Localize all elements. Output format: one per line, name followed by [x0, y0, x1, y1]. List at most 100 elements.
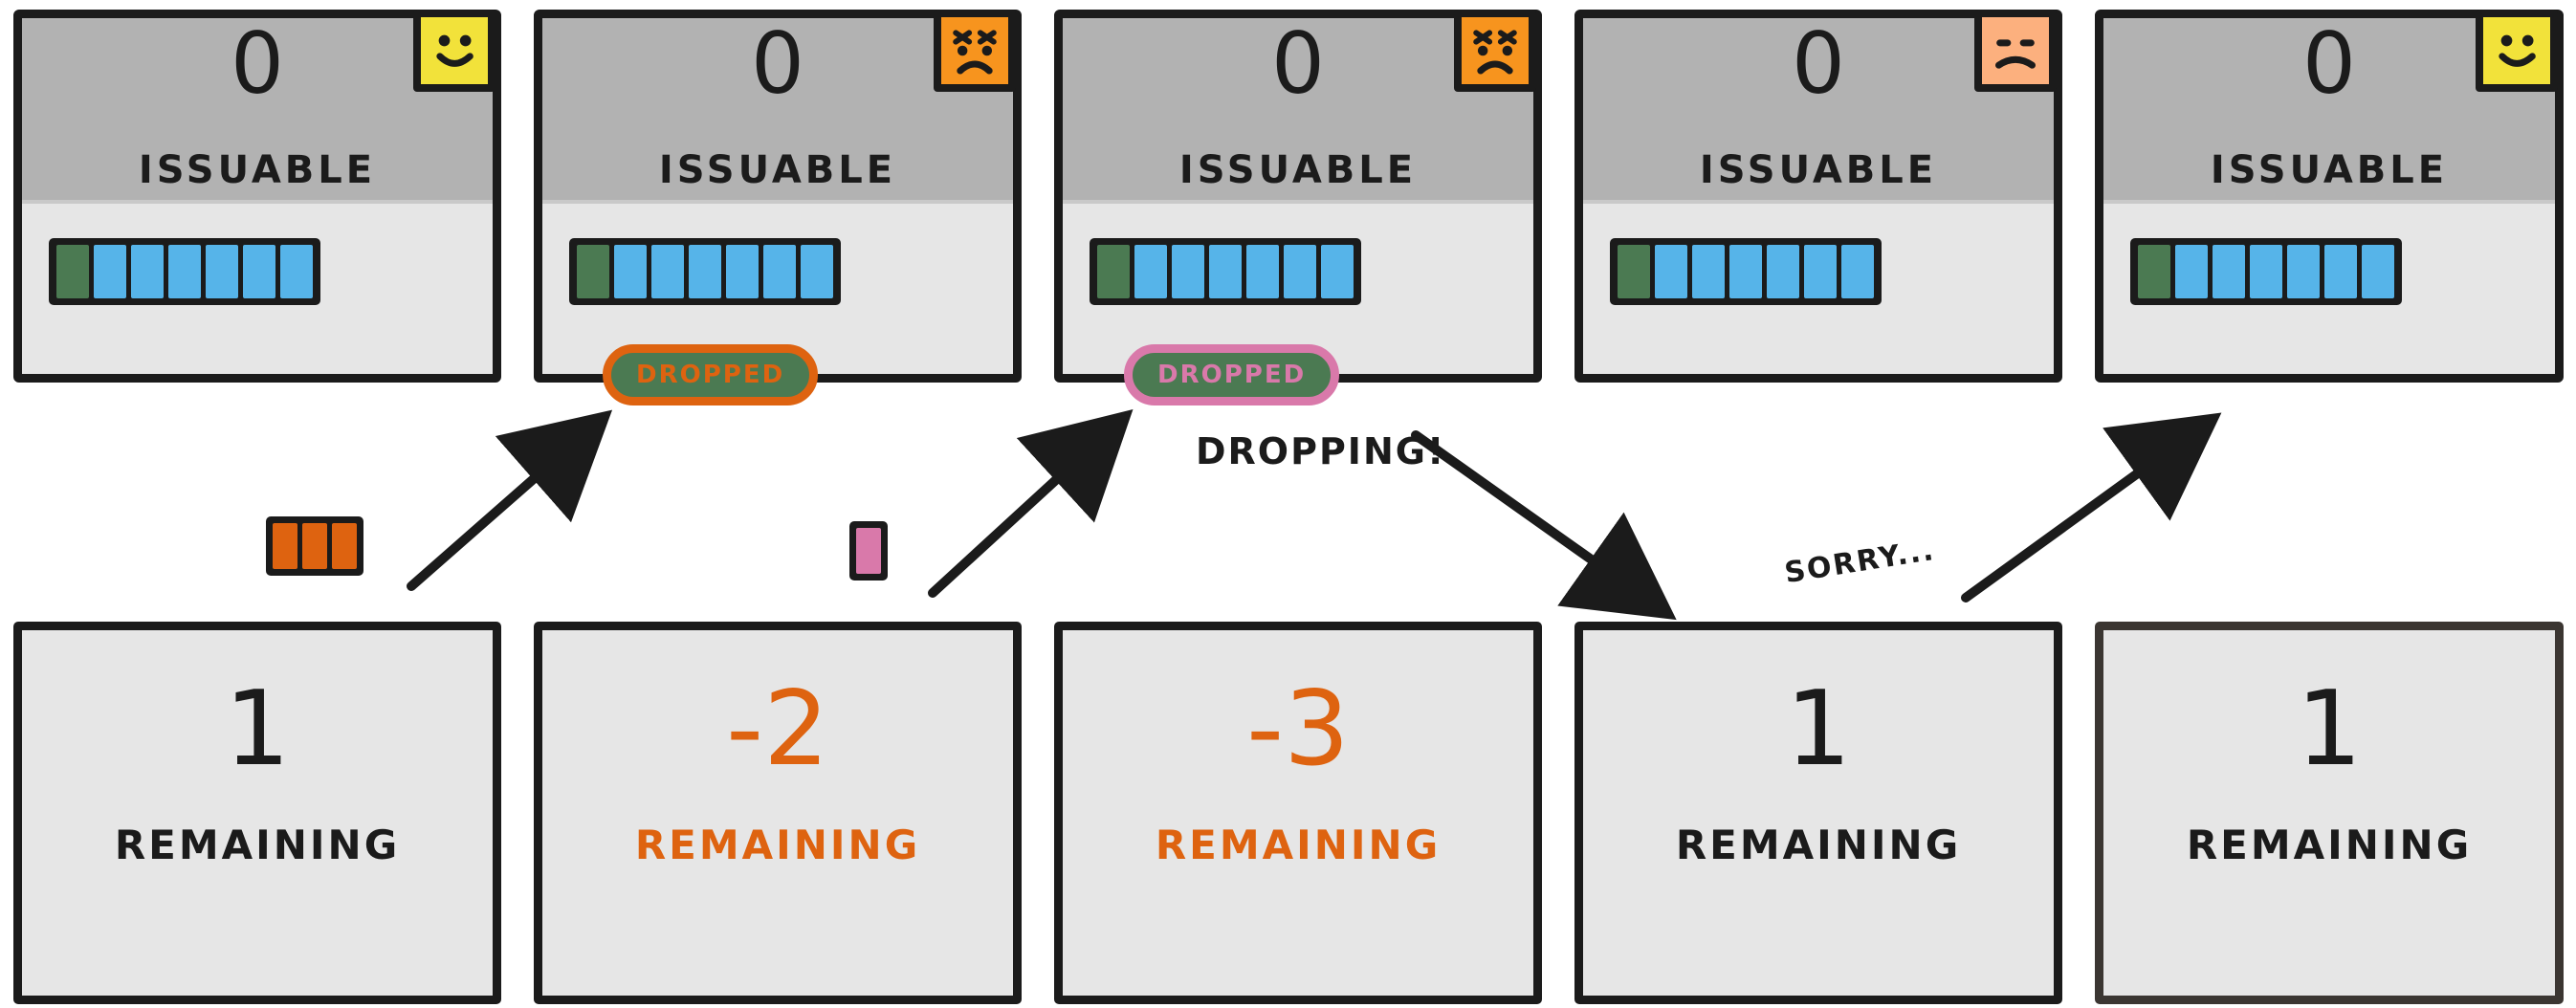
top-card-3[interactable]: 0 ISSUABLE	[1054, 10, 1542, 383]
top-card-4[interactable]: 0 ISSUABLE	[1574, 10, 2062, 383]
block-blue	[131, 245, 164, 298]
bottom-card-3[interactable]: -3 REMAINING	[1054, 622, 1542, 1004]
block-blue	[1841, 245, 1874, 298]
block-green	[1618, 245, 1650, 298]
dropped-badge-pink: DROPPED	[1124, 344, 1340, 405]
block-blue	[1655, 245, 1687, 298]
block-orange	[332, 523, 357, 569]
block-pink	[856, 528, 881, 574]
issuable-block-strip	[569, 238, 841, 305]
top-card-1[interactable]: 0 ISSUABLE	[13, 10, 501, 383]
remaining-value: 1	[224, 669, 291, 789]
block-blue	[689, 245, 721, 298]
block-blue	[1804, 245, 1837, 298]
orange-request-blocks	[266, 516, 363, 576]
block-blue	[2250, 245, 2282, 298]
sad-face-icon	[1974, 10, 2057, 92]
card-header: 0 ISSUABLE	[22, 10, 495, 204]
remaining-value: -2	[726, 669, 829, 789]
bottom-card-5[interactable]: 1 REMAINING	[2095, 622, 2564, 1004]
block-blue	[94, 245, 126, 298]
block-green	[1097, 245, 1130, 298]
card-header: 0 ISSUABLE	[1583, 10, 2057, 204]
block-blue	[1246, 245, 1279, 298]
block-blue	[651, 245, 684, 298]
remaining-value: -3	[1246, 669, 1350, 789]
block-blue	[801, 245, 833, 298]
card-header: 0 ISSUABLE	[542, 10, 1016, 204]
block-blue	[2175, 245, 2208, 298]
issuable-block-strip	[1090, 238, 1361, 305]
happy-face-icon	[413, 10, 495, 92]
block-green	[2138, 245, 2170, 298]
block-blue	[243, 245, 275, 298]
dropped-badge-text: DROPPED	[1157, 361, 1307, 389]
issuable-count: 0	[1792, 14, 1845, 113]
remaining-label: REMAINING	[2186, 822, 2473, 868]
card-header: 0 ISSUABLE	[1063, 10, 1536, 204]
issuable-count: 0	[1271, 14, 1325, 113]
arrow-sorry-to-card5	[1961, 412, 2222, 603]
top-card-2[interactable]: 0 ISSUABLE	[534, 10, 1022, 383]
issuable-label: ISSUABLE	[1699, 148, 1938, 192]
card-body	[1063, 204, 1533, 374]
happy-face-icon	[2476, 10, 2558, 92]
block-green	[577, 245, 609, 298]
block-blue	[1284, 245, 1316, 298]
block-blue	[168, 245, 201, 298]
issuable-block-strip	[1610, 238, 1882, 305]
issuable-label: ISSUABLE	[138, 148, 377, 192]
block-orange	[302, 523, 327, 569]
card-body	[22, 204, 493, 374]
block-blue	[1767, 245, 1799, 298]
arrow-dropping-to-card4	[1411, 430, 1677, 621]
angry-face-icon	[1454, 10, 1536, 92]
remaining-value: 1	[1785, 669, 1852, 789]
block-blue	[1692, 245, 1725, 298]
bottom-card-4[interactable]: 1 REMAINING	[1574, 622, 2062, 1004]
dropped-badge-text: DROPPED	[636, 361, 785, 389]
remaining-label: REMAINING	[1155, 822, 1442, 868]
dropping-label: DROPPING!	[1196, 430, 1446, 472]
issuable-block-strip	[49, 238, 320, 305]
block-blue	[614, 245, 647, 298]
card-body	[1583, 204, 2054, 374]
block-blue	[2213, 245, 2245, 298]
issuable-label: ISSUABLE	[2210, 148, 2449, 192]
issuable-count: 0	[2302, 14, 2356, 113]
block-orange	[273, 523, 297, 569]
remaining-label: REMAINING	[1675, 822, 1962, 868]
issuable-block-strip	[2130, 238, 2402, 305]
block-blue	[1134, 245, 1167, 298]
block-blue	[280, 245, 313, 298]
bottom-card-2[interactable]: -2 REMAINING	[534, 622, 1022, 1004]
block-blue	[1209, 245, 1242, 298]
block-blue	[206, 245, 238, 298]
issuable-label: ISSUABLE	[658, 148, 897, 192]
remaining-label: REMAINING	[114, 822, 401, 868]
dropped-badge-orange: DROPPED	[603, 344, 819, 405]
arrow-orange-to-card2	[407, 409, 613, 591]
block-blue	[763, 245, 796, 298]
angry-face-icon	[934, 10, 1016, 92]
remaining-value: 1	[2296, 669, 2363, 789]
issuable-label: ISSUABLE	[1178, 148, 1418, 192]
card-body	[2103, 204, 2555, 374]
issuable-count: 0	[751, 14, 804, 113]
pink-request-blocks	[849, 521, 888, 581]
issuable-count: 0	[231, 14, 284, 113]
bottom-card-1[interactable]: 1 REMAINING	[13, 622, 501, 1004]
block-blue	[1321, 245, 1354, 298]
remaining-label: REMAINING	[634, 822, 921, 868]
block-green	[56, 245, 89, 298]
card-header: 0 ISSUABLE	[2103, 10, 2558, 204]
block-blue	[726, 245, 759, 298]
arrow-pink-to-card3	[928, 408, 1134, 598]
block-blue	[1172, 245, 1204, 298]
block-blue	[2324, 245, 2357, 298]
block-blue	[1729, 245, 1762, 298]
block-blue	[2362, 245, 2394, 298]
top-card-5[interactable]: 0 ISSUABLE	[2095, 10, 2564, 383]
